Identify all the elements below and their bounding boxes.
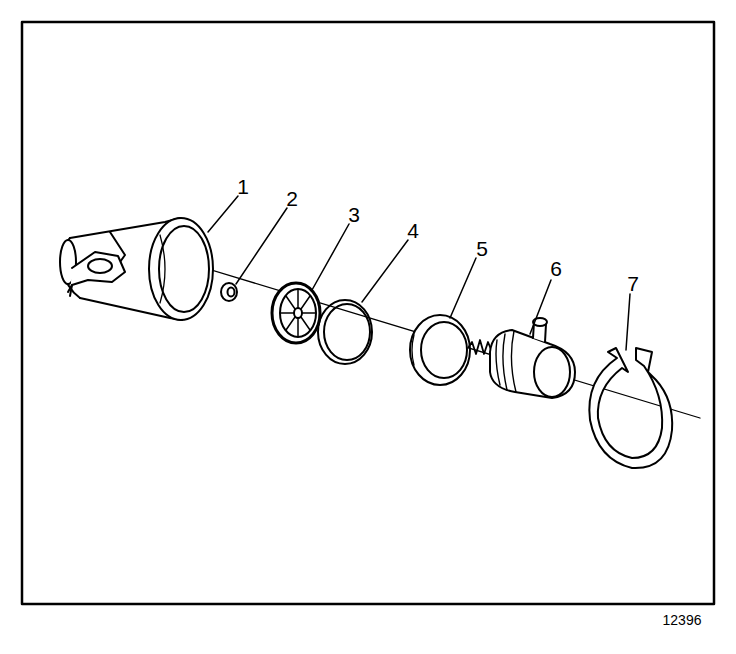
thick-ring bbox=[410, 315, 470, 385]
callout-number: 4 bbox=[407, 220, 419, 241]
housing bbox=[60, 218, 213, 320]
callout-number: 6 bbox=[550, 258, 562, 279]
figure-number: 12396 bbox=[663, 613, 702, 627]
ball-joint bbox=[468, 318, 575, 398]
callout-number: 5 bbox=[476, 238, 488, 259]
leader-lines bbox=[208, 196, 630, 350]
snap-ring bbox=[589, 348, 672, 468]
callout-number: 3 bbox=[348, 204, 360, 225]
thin-ring bbox=[318, 300, 372, 364]
callout-number: 2 bbox=[286, 188, 298, 209]
nut bbox=[221, 283, 237, 301]
callout-number: 1 bbox=[237, 176, 249, 197]
axis-line bbox=[185, 262, 700, 418]
spoked-disc bbox=[272, 283, 320, 343]
frame bbox=[22, 22, 714, 604]
callout-number: 7 bbox=[627, 273, 639, 294]
